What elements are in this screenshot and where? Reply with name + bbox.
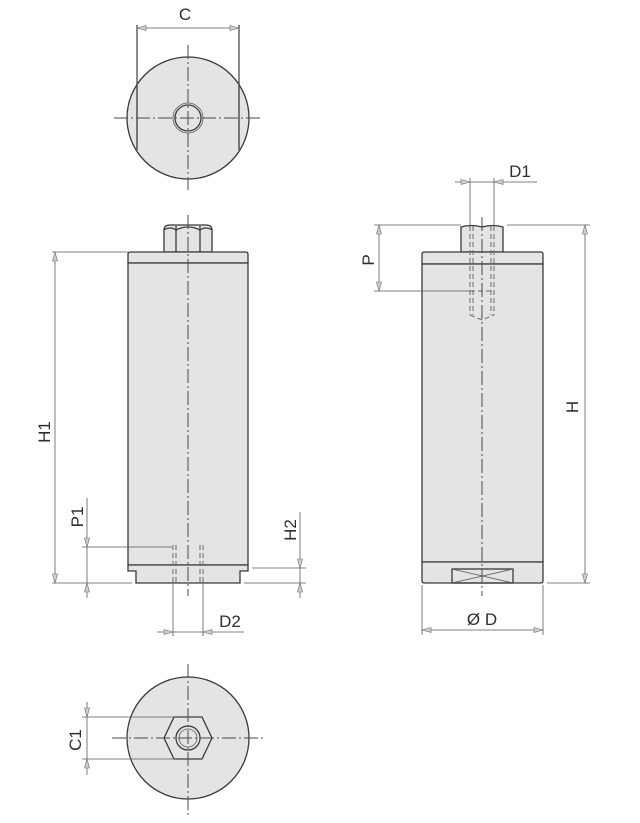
dim-label-c1: C1	[66, 729, 85, 751]
dim-label-p1: P1	[68, 507, 87, 528]
front-view-left: H1 P1 H2 D2	[35, 215, 306, 636]
front-view-right: D1 P H Ø D	[359, 162, 590, 635]
dim-label-c: C	[179, 5, 191, 24]
dim-label-d2: D2	[219, 612, 241, 631]
dim-label-h2: H2	[281, 519, 300, 541]
top-view: C	[114, 5, 262, 190]
dim-label-h: H	[563, 401, 582, 413]
dim-label-p: P	[359, 254, 378, 265]
dim-label-d: Ø D	[467, 610, 497, 629]
dim-label-h1: H1	[35, 421, 54, 443]
bottom-view: C1	[66, 664, 264, 815]
dim-label-d1: D1	[509, 162, 531, 181]
